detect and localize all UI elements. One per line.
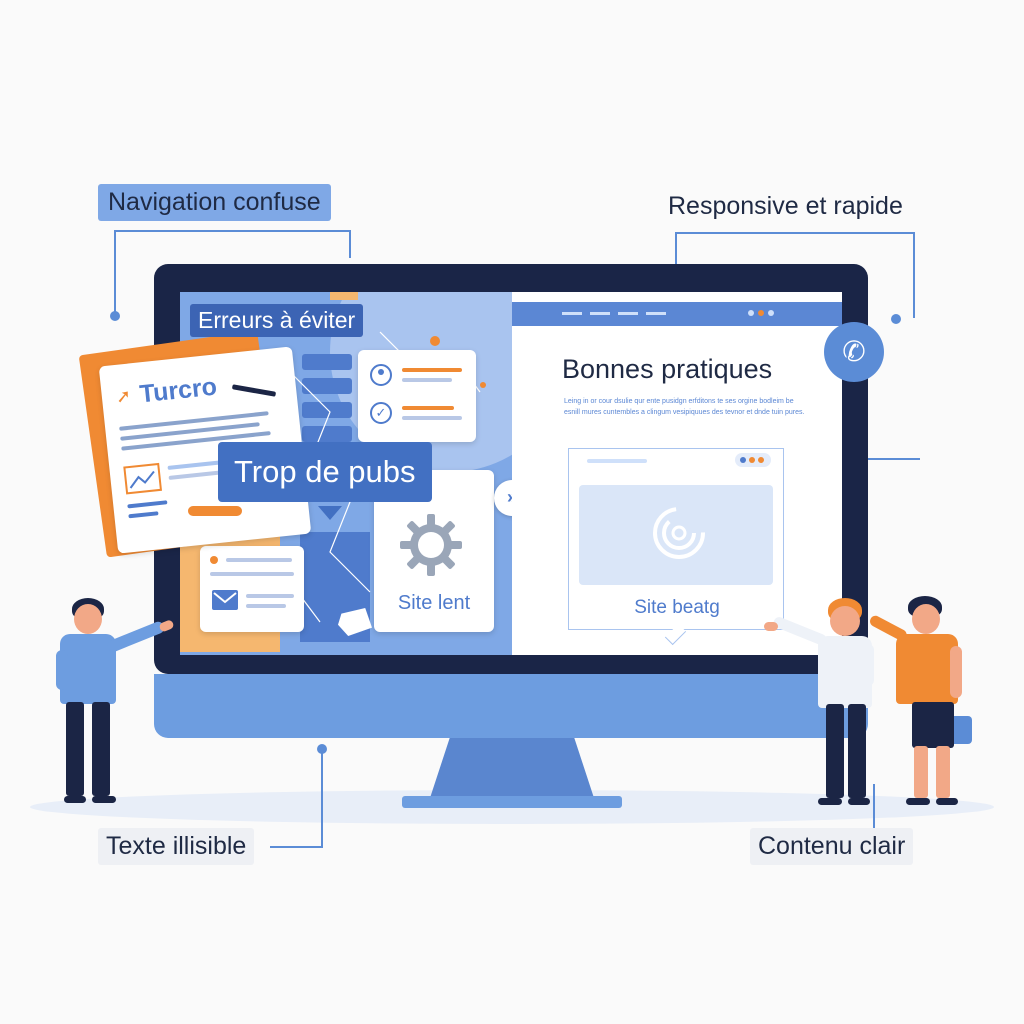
user-icon	[370, 364, 392, 386]
decor-dot	[430, 336, 440, 346]
callout-navigation-confuse: Navigation confuse	[98, 184, 331, 221]
too-many-ads-label: Trop de pubs	[218, 442, 432, 502]
decor-dot	[210, 556, 218, 564]
cursor-icon: ➚	[114, 385, 133, 407]
callout-dot	[317, 744, 327, 754]
callout-line	[873, 784, 875, 828]
blue-block	[302, 402, 352, 418]
blue-block	[302, 426, 352, 442]
callout-line	[114, 230, 116, 316]
decor-dot	[480, 382, 486, 388]
callout-line	[321, 750, 323, 848]
clean-site-card: Site beatg	[568, 448, 784, 630]
callout-line	[856, 458, 920, 460]
profile-card: ✓	[358, 350, 476, 442]
callout-texte-illisible: Texte illisible	[98, 828, 255, 865]
blue-block	[302, 378, 352, 394]
slow-site-label: Site lent	[397, 592, 471, 614]
window-controls	[735, 453, 771, 467]
monitor-stand-base	[402, 796, 622, 808]
callout-line	[913, 232, 915, 318]
blue-block	[302, 354, 352, 370]
screen-right-good-practices: Bonnes pratiques Leing in or cour dsulie…	[512, 292, 842, 655]
callout-dot	[891, 314, 901, 324]
monitor-chin	[154, 674, 868, 738]
callout-line	[675, 232, 677, 284]
callout-dot	[110, 311, 120, 321]
doc-title: Turcro	[138, 372, 219, 409]
decor-strip	[330, 292, 358, 300]
mail-icon	[212, 590, 238, 610]
callout-contenu-clair: Contenu clair	[750, 828, 914, 865]
monitor-stand-neck	[430, 738, 594, 798]
good-practices-body: Leing in or cour dsulie qur ente pusidgn…	[564, 398, 805, 416]
confusing-doc-card: ➚ Turcro	[98, 346, 312, 554]
image-icon	[123, 462, 163, 495]
loading-icon	[651, 505, 707, 561]
callout-line	[349, 230, 351, 258]
good-practices-title: Bonnes pratiques	[562, 354, 773, 384]
check-icon: ✓	[370, 402, 392, 424]
callout-line	[270, 846, 322, 848]
callout-line	[675, 232, 915, 234]
clean-site-label: Site beatg	[634, 597, 720, 618]
callout-line	[114, 230, 350, 232]
mail-card	[200, 546, 304, 632]
errors-title: Erreurs à éviter	[190, 304, 364, 337]
gear-icon	[400, 514, 462, 576]
content-panel	[579, 485, 773, 585]
orange-pill	[188, 506, 242, 516]
browser-bar	[512, 302, 842, 326]
phone-icon[interactable]: ✆	[824, 322, 884, 382]
callout-responsive-et-rapide: Responsive et rapide	[668, 192, 903, 220]
label-pointer	[318, 506, 342, 520]
